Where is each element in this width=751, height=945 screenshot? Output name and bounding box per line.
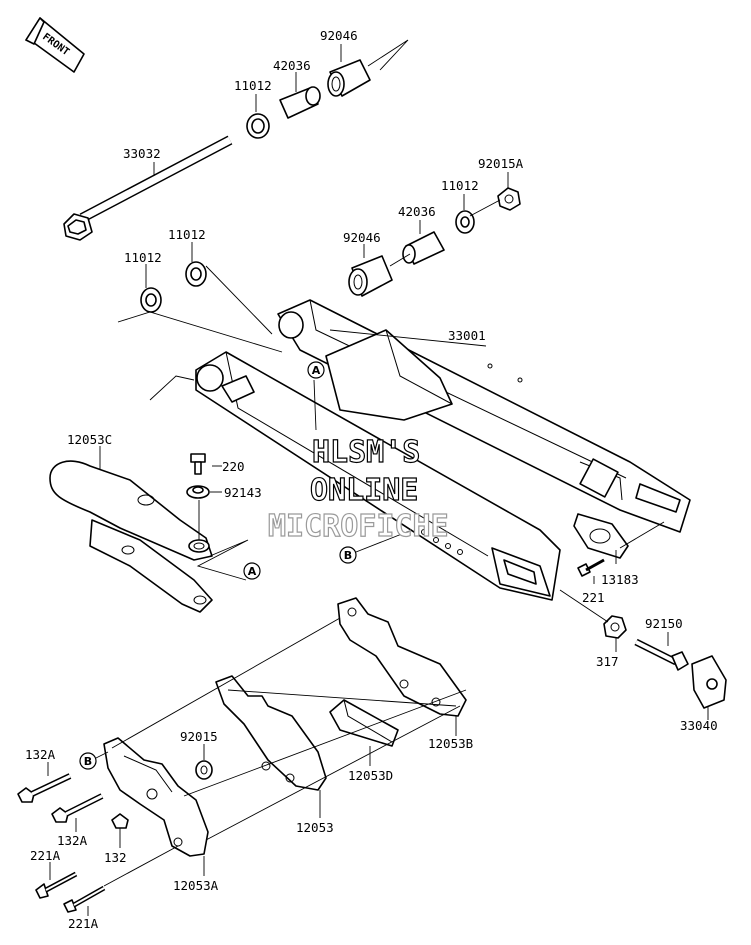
svg-text:A: A — [248, 565, 257, 578]
label-221A-1: 221A — [30, 848, 61, 863]
label-92015: 92015 — [180, 729, 218, 744]
collar-11012-left-2 — [140, 287, 162, 313]
plate-13183 — [573, 513, 629, 559]
label-12053B: 12053B — [428, 736, 473, 751]
label-92046-top: 92046 — [320, 28, 358, 43]
collar-11012-right — [455, 210, 475, 234]
label-317: 317 — [596, 654, 619, 669]
nut-317 — [603, 615, 627, 639]
bolt-132A-2 — [51, 793, 104, 823]
bolt-92150 — [634, 638, 689, 671]
watermark-line-2: ONLINE — [310, 473, 418, 508]
label-42036-top: 42036 — [273, 58, 311, 73]
callout-b-left: B — [79, 752, 97, 770]
collar-42036-top — [279, 86, 321, 119]
label-33040: 33040 — [680, 718, 718, 733]
guide-12053 — [215, 675, 327, 791]
label-221: 221 — [582, 590, 605, 605]
svg-text:B: B — [84, 755, 92, 768]
swingarm-33001 — [195, 299, 691, 601]
screw-221A-2 — [63, 885, 106, 913]
block-33040 — [691, 655, 727, 709]
nut-92015A — [497, 187, 521, 211]
label-33001: 33001 — [448, 328, 486, 343]
svg-text:A: A — [312, 364, 321, 377]
label-92143: 92143 — [224, 485, 262, 500]
collar-42036-right — [402, 231, 445, 265]
watermark: HLSM'S ONLINE MICROFICHE — [267, 434, 449, 544]
screw-221A-1 — [35, 871, 78, 899]
label-33032: 33032 — [123, 146, 161, 161]
svg-text:B: B — [344, 549, 352, 562]
chain-slider-12053C — [49, 460, 213, 613]
label-13183: 13183 — [601, 572, 639, 587]
bolt-132A-1 — [17, 773, 72, 803]
collar-11012-top — [246, 113, 270, 139]
bolt-132 — [111, 813, 129, 829]
label-132: 132 — [104, 850, 127, 865]
callout-a-lower: A — [243, 562, 261, 580]
collar-11012-left-1 — [185, 261, 207, 287]
bearing-92046-right — [348, 255, 393, 297]
label-12053: 12053 — [296, 820, 334, 835]
washer-92143 — [186, 485, 210, 499]
label-92015A: 92015A — [478, 156, 524, 171]
label-11012-right: 11012 — [441, 178, 479, 193]
label-92150: 92150 — [645, 616, 683, 631]
label-132A-1: 132A — [25, 747, 56, 762]
label-221A-2: 221A — [68, 916, 99, 931]
bolt-220 — [190, 453, 206, 475]
nut-12053C-mount — [188, 539, 210, 553]
watermark-line-1: HLSM'S — [312, 435, 420, 470]
watermark-line-3: MICROFICHE — [268, 509, 449, 544]
bearing-92046-top — [327, 59, 371, 97]
label-92046-right: 92046 — [343, 230, 381, 245]
pivot-shaft-33032 — [63, 135, 233, 241]
guide-12053B — [337, 597, 467, 717]
label-11012-left-1: 11012 — [168, 227, 206, 242]
label-132A-2: 132A — [57, 833, 88, 848]
label-42036-right: 42036 — [398, 204, 436, 219]
label-12053C: 12053C — [67, 432, 112, 447]
callout-b-right: B — [339, 546, 357, 564]
bolt-221 — [577, 558, 605, 577]
slider-12053D — [329, 699, 399, 747]
label-11012-left-2: 11012 — [124, 250, 162, 265]
plate-12053A — [103, 737, 209, 857]
label-11012-top: 11012 — [234, 78, 272, 93]
label-220: 220 — [222, 459, 245, 474]
callout-a-upper: A — [307, 361, 325, 379]
label-12053D: 12053D — [348, 768, 393, 783]
label-12053A: 12053A — [173, 878, 219, 893]
collar-92015 — [195, 760, 213, 780]
front-arrow-badge: FRONT — [25, 17, 85, 73]
